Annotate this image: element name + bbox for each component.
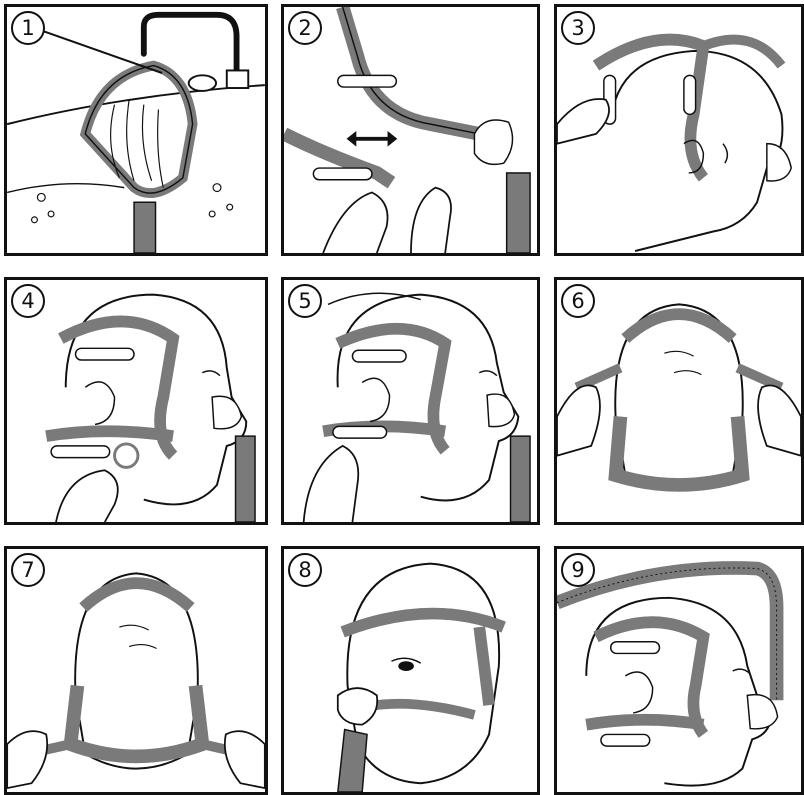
attach-lower-clip-icon <box>7 280 265 522</box>
step-number: 8 <box>288 553 322 587</box>
tighten-lower-strap-icon <box>284 280 537 522</box>
step-number: 3 <box>561 11 595 45</box>
step-panel-1: 1 <box>4 4 268 256</box>
adjust-lower-straps-icon <box>7 549 265 792</box>
adjust-headgear-strap-icon <box>284 7 537 253</box>
step-number: 2 <box>288 11 322 45</box>
fitted-mask-front-view-icon <box>284 549 537 792</box>
step-number: 6 <box>561 284 595 318</box>
adjust-top-straps-icon <box>557 280 801 522</box>
step-panel-8: 8 <box>281 546 540 795</box>
step-panel-5: 5 <box>281 277 540 525</box>
step-panel-9: 9 <box>554 546 804 795</box>
step-number: 7 <box>11 553 45 587</box>
step-panel-3: 3 <box>554 4 804 256</box>
step-panel-2: 2 <box>281 4 540 256</box>
step-number: 5 <box>288 284 322 318</box>
callout-line <box>37 21 177 81</box>
step-panel-4: 4 <box>4 277 268 525</box>
step-panel-7: 7 <box>4 546 268 795</box>
place-headgear-over-head-icon <box>557 7 801 253</box>
step-panel-6: 6 <box>554 277 804 525</box>
step-number: 9 <box>561 553 595 587</box>
step-number: 4 <box>11 284 45 318</box>
step-number: 1 <box>11 11 45 45</box>
tube-routed-over-head-icon <box>557 549 801 792</box>
